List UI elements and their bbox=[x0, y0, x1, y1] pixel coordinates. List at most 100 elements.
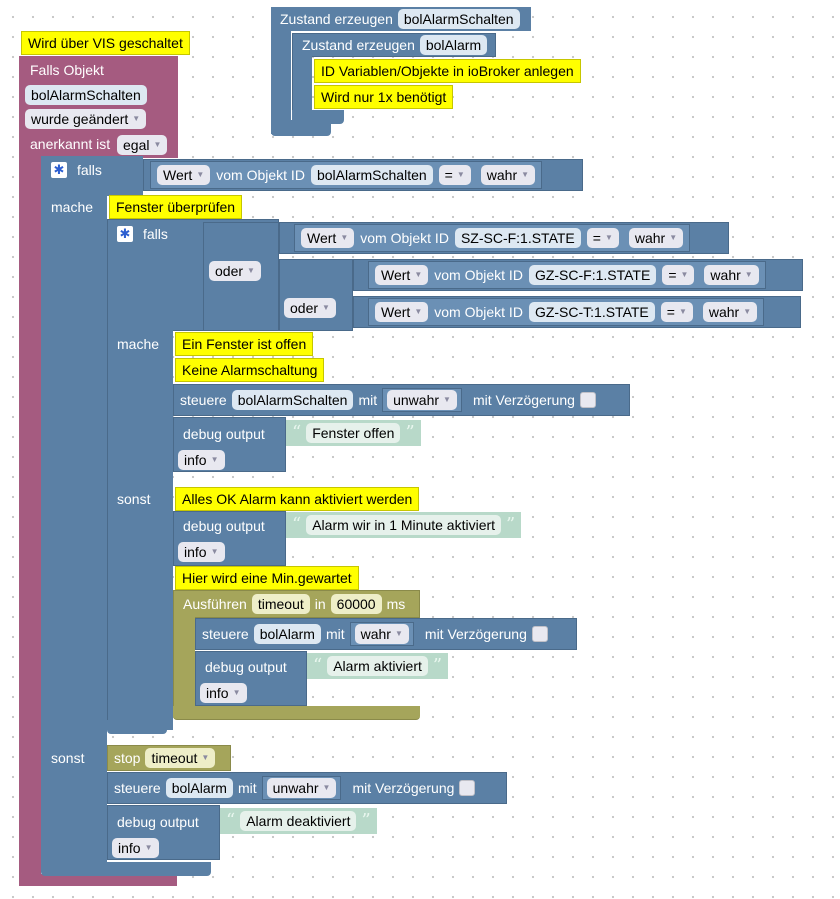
event-ack-label: anerkannt ist bbox=[30, 136, 111, 152]
cond3-value-dropdown[interactable]: wahr▼ bbox=[702, 302, 758, 322]
cond1-object-field[interactable]: SZ-SC-F:1.STATE bbox=[454, 228, 581, 248]
comment-wait-minute[interactable]: Hier wird eine Min.gewartet bbox=[175, 566, 359, 590]
cond3-op-dropdown[interactable]: =▼ bbox=[660, 302, 693, 322]
timeout-level-dropdown[interactable]: info▼ bbox=[200, 683, 247, 703]
cond1-wert-dropdown[interactable]: Wert▼ bbox=[301, 228, 355, 248]
else-debug-text[interactable]: Alarm wir in 1 Minute aktiviert bbox=[306, 515, 502, 535]
cond2-value-dropdown[interactable]: wahr▼ bbox=[704, 265, 759, 285]
if1-spine bbox=[41, 190, 107, 870]
timeout-bottom bbox=[173, 706, 420, 720]
outer-else-value-dropdown[interactable]: unwahr▼ bbox=[266, 778, 337, 798]
timeout-ms-field[interactable]: 60000 bbox=[330, 594, 382, 614]
cond3-wert-dropdown[interactable]: Wert▼ bbox=[375, 302, 429, 322]
timeout-delay-label: mit Verzögerung bbox=[424, 626, 527, 642]
comment-no-alarm[interactable]: Keine Alarmschaltung bbox=[175, 358, 325, 382]
timeout-value-dropdown[interactable]: wahr▼ bbox=[354, 624, 409, 644]
create-state-inner-var[interactable]: bolAlarm bbox=[419, 35, 488, 55]
create-state-outer-var[interactable]: bolAlarmSchalten bbox=[397, 9, 520, 29]
comment-only-once[interactable]: Wird nur 1x benötigt bbox=[314, 85, 454, 109]
cond2-wert-dropdown[interactable]: Wert▼ bbox=[375, 265, 429, 285]
cond3-wrapper[interactable]: Wert▼ vom Objekt ID GZ-SC-T:1.STATE =▼ w… bbox=[353, 296, 801, 328]
event-trigger-dropdown[interactable]: wurde geändert▼ bbox=[25, 109, 147, 129]
if1-value-dropdown[interactable]: wahr▼ bbox=[480, 165, 536, 185]
outer-else-debug-string[interactable]: “ Alarm deaktiviert ” bbox=[220, 808, 377, 834]
event-object-field[interactable]: bolAlarmSchalten bbox=[25, 85, 147, 105]
timeout-control-block[interactable]: steuere bolAlarm mit wahr▼ mit Verzögeru… bbox=[195, 618, 577, 650]
stop-timeout-block[interactable]: stop timeout▼ bbox=[107, 745, 231, 771]
or2-dropdown[interactable]: oder▼ bbox=[284, 298, 336, 318]
cond1-value-dropdown[interactable]: wahr▼ bbox=[628, 228, 684, 248]
gear-icon[interactable]: ✱ bbox=[117, 226, 133, 242]
then-control-block[interactable]: steuere bolAlarmSchalten mit unwahr▼ mit… bbox=[173, 384, 630, 416]
if1-condition[interactable]: Wert▼ vom Objekt ID bolAlarmSchalten =▼ … bbox=[143, 159, 583, 191]
comment-create-vars[interactable]: ID Variablen/Objekte in ioBroker anlegen bbox=[314, 59, 581, 83]
timeout-exec-label: Ausführen bbox=[183, 596, 247, 612]
cond3-object-field[interactable]: GZ-SC-T:1.STATE bbox=[528, 302, 655, 322]
if1-vom-label: vom Objekt ID bbox=[216, 167, 305, 183]
timeout-header[interactable]: Ausführen timeout in 60000 ms bbox=[177, 591, 411, 617]
comment-check-windows[interactable]: Fenster überprüfen bbox=[109, 195, 243, 219]
cond1-value-label: wahr bbox=[634, 230, 666, 246]
cond2-object-field[interactable]: GZ-SC-F:1.STATE bbox=[528, 265, 657, 285]
then-debug-text[interactable]: Fenster offen bbox=[306, 423, 401, 443]
cond2-compare-block[interactable]: Wert▼ vom Objekt ID GZ-SC-F:1.STATE =▼ w… bbox=[368, 261, 766, 289]
cond2-wert-label: Wert bbox=[381, 267, 411, 283]
timeout-delay-checkbox[interactable] bbox=[531, 626, 548, 642]
or1-dropdown[interactable]: oder▼ bbox=[209, 261, 261, 281]
if1-object-field[interactable]: bolAlarmSchalten bbox=[310, 165, 433, 185]
then-var-field[interactable]: bolAlarmSchalten bbox=[231, 390, 354, 410]
create-state-outer-bottom bbox=[271, 120, 331, 136]
outer-else-value-block[interactable]: unwahr▼ bbox=[261, 776, 342, 800]
then-debug-string[interactable]: “ Fenster offen ” bbox=[286, 420, 421, 446]
event-ack-dropdown[interactable]: egal▼ bbox=[117, 135, 168, 155]
comment-vis-switch[interactable]: Wird über VIS geschaltet bbox=[21, 31, 190, 55]
comment-window-open[interactable]: Ein Fenster ist offen bbox=[175, 332, 314, 356]
quote-open-icon: “ bbox=[292, 514, 302, 535]
timeout-value-label: wahr bbox=[360, 626, 391, 642]
chevron-down-icon: ▼ bbox=[247, 266, 255, 275]
then-level-dropdown[interactable]: info▼ bbox=[178, 450, 225, 470]
timeout-in-label: in bbox=[314, 596, 326, 612]
if1-compare-block[interactable]: Wert▼ vom Objekt ID bolAlarmSchalten =▼ … bbox=[150, 161, 543, 189]
then-value-dropdown[interactable]: unwahr▼ bbox=[387, 390, 457, 410]
event-label-falls-objekt: Falls Objekt bbox=[30, 62, 104, 78]
outer-else-control-block[interactable]: steuere bolAlarm mit unwahr▼ mit Verzöge… bbox=[107, 772, 507, 804]
chevron-down-icon: ▼ bbox=[414, 307, 423, 316]
cond1-op-dropdown[interactable]: =▼ bbox=[586, 228, 619, 248]
if1-op-dropdown[interactable]: =▼ bbox=[438, 165, 471, 185]
timeout-var-field[interactable]: bolAlarm bbox=[253, 624, 321, 644]
stop-timeout-dropdown[interactable]: timeout▼ bbox=[145, 748, 216, 768]
then-delay-checkbox[interactable] bbox=[579, 392, 596, 408]
timeout-debug-text[interactable]: Alarm aktiviert bbox=[327, 656, 428, 676]
outer-else-debug-text[interactable]: Alarm deaktiviert bbox=[240, 811, 357, 831]
cond1-wrapper[interactable]: Wert▼ vom Objekt ID SZ-SC-F:1.STATE =▼ w… bbox=[279, 222, 729, 254]
chevron-down-icon: ▼ bbox=[414, 270, 423, 279]
chevron-down-icon: ▼ bbox=[443, 395, 451, 404]
cond1-compare-block[interactable]: Wert▼ vom Objekt ID SZ-SC-F:1.STATE =▼ w… bbox=[294, 224, 691, 252]
cond2-wrapper[interactable]: Wert▼ vom Objekt ID GZ-SC-F:1.STATE =▼ w… bbox=[353, 259, 803, 291]
gear-icon[interactable]: ✱ bbox=[51, 162, 67, 178]
stop-label: stop bbox=[114, 750, 141, 766]
comment-all-ok[interactable]: Alles OK Alarm kann aktiviert werden bbox=[175, 487, 420, 511]
then-value-block[interactable]: unwahr▼ bbox=[382, 388, 462, 412]
cond1-wert-label: Wert bbox=[307, 230, 337, 246]
cond3-compare-block[interactable]: Wert▼ vom Objekt ID GZ-SC-T:1.STATE =▼ w… bbox=[368, 298, 765, 326]
else-debug-string[interactable]: “ Alarm wir in 1 Minute aktiviert ” bbox=[286, 512, 522, 538]
else-level-dropdown[interactable]: info▼ bbox=[178, 542, 225, 562]
outer-else-level-dropdown[interactable]: info▼ bbox=[112, 838, 159, 858]
create-state-inner-header[interactable]: Zustand erzeugen bolAlarm bbox=[296, 32, 493, 58]
create-state-outer-header[interactable]: Zustand erzeugen bolAlarmSchalten bbox=[274, 6, 526, 32]
outer-else-delay-checkbox[interactable] bbox=[459, 780, 476, 796]
if1-wert-dropdown[interactable]: Wert▼ bbox=[157, 165, 211, 185]
quote-open-icon: “ bbox=[313, 655, 323, 676]
cond2-op-dropdown[interactable]: =▼ bbox=[662, 265, 695, 285]
timeout-value-block[interactable]: wahr▼ bbox=[349, 622, 414, 646]
timeout-debug-label: debug output bbox=[205, 659, 287, 675]
chevron-down-icon: ▼ bbox=[456, 170, 465, 179]
create-state-outer-body bbox=[271, 31, 291, 134]
or-block-2[interactable] bbox=[279, 259, 353, 331]
timeout-name-field[interactable]: timeout bbox=[251, 594, 310, 614]
outer-else-mit-label: mit bbox=[237, 780, 257, 796]
timeout-debug-string[interactable]: “ Alarm aktiviert ” bbox=[307, 653, 449, 679]
outer-else-var-field[interactable]: bolAlarm bbox=[165, 778, 233, 798]
